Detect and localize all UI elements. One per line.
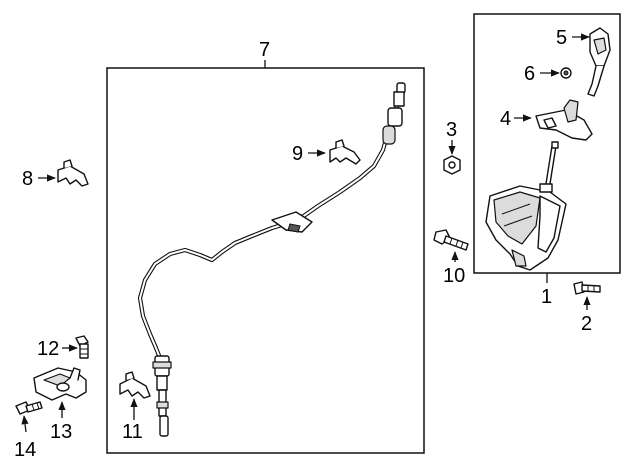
cable-clip-8 <box>57 159 89 187</box>
bracket-13 <box>33 367 87 401</box>
callout-14: 14 <box>14 439 36 461</box>
callout-12: 12 <box>37 338 59 360</box>
callout-6: 6 <box>524 63 535 85</box>
callout-5: 5 <box>556 27 567 49</box>
callout-1: 1 <box>541 286 552 308</box>
bolt-10 <box>433 229 469 251</box>
bolt-14 <box>15 401 43 415</box>
callout-2: 2 <box>581 313 592 335</box>
bolt-12 <box>75 335 89 359</box>
callout-9: 9 <box>292 143 303 165</box>
bolt-2 <box>573 281 601 295</box>
shift-knob-5 <box>587 27 611 97</box>
cable-clip-9 <box>329 139 361 165</box>
nut-3 <box>443 155 461 175</box>
callout-13: 13 <box>50 421 72 443</box>
leader-14 <box>21 415 29 433</box>
callout-11: 11 <box>122 421 143 443</box>
shift-cable <box>137 82 406 437</box>
shift-boot-4 <box>535 99 593 141</box>
callout-7: 7 <box>259 39 270 61</box>
callout-4: 4 <box>500 108 511 130</box>
cable-clip-11 <box>119 371 151 399</box>
callout-3: 3 <box>446 119 457 141</box>
callout-10: 10 <box>443 265 465 287</box>
callout-8: 8 <box>22 168 33 190</box>
cable-assembly-box <box>106 67 425 454</box>
shifter-housing-1 <box>485 141 567 271</box>
fastener-6 <box>560 67 572 79</box>
